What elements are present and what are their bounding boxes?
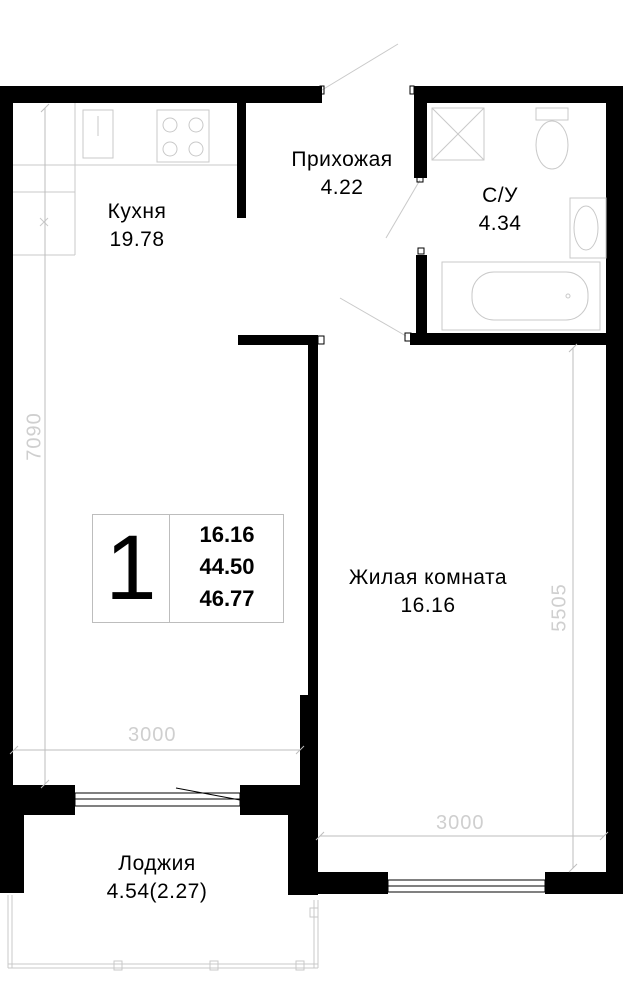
total-with-loggia-value: 46.77 <box>199 586 255 611</box>
wall-top-left <box>0 86 322 103</box>
wall-left <box>0 86 13 886</box>
dimension-lines <box>9 103 609 873</box>
kitchen-furniture <box>13 103 237 256</box>
room-area-hall: 4.22 <box>320 176 364 199</box>
wall-living-left <box>308 335 318 695</box>
wall-bath-left-lower <box>416 255 427 335</box>
room-label-hall: Прихожая 4.22 <box>262 146 422 202</box>
living-area-value: 16.16 <box>199 522 255 547</box>
doors <box>317 43 425 345</box>
dim-living-height: 5505 <box>548 583 571 632</box>
room-area-loggia: 4.54(2.27) <box>106 880 208 903</box>
dim-kitchen-width: 3000 <box>128 724 177 746</box>
apartment-summary: 1 16.16 44.50 46.77 <box>92 514 284 623</box>
wall-living-bottom-left <box>318 872 388 894</box>
door-living-leaf <box>339 297 407 337</box>
shower-icon <box>431 107 485 161</box>
bathtub-icon <box>441 261 601 331</box>
windows <box>74 787 546 893</box>
area-summary: 16.16 44.50 46.77 <box>173 519 281 615</box>
loggia-railing <box>7 895 319 971</box>
room-name-kitchen: Кухня <box>107 200 167 223</box>
washbasin-icon <box>569 197 607 259</box>
door-bath-leaf <box>385 179 421 239</box>
room-area-kitchen: 19.78 <box>109 228 165 251</box>
door-entrance-leaf <box>321 43 399 91</box>
wall-bath-bottom <box>410 333 606 345</box>
bathroom-fixtures <box>431 107 607 331</box>
toilet-icon <box>535 120 569 170</box>
room-label-bath: С/У 4.34 <box>440 182 560 238</box>
sink-icon <box>82 109 114 159</box>
dim-kitchen-height: 7090 <box>23 412 46 461</box>
wall-right <box>606 86 623 886</box>
room-area-living: 16.16 <box>400 594 456 617</box>
wall-living-bottom-right <box>545 872 623 894</box>
room-area-bath: 4.34 <box>478 212 522 235</box>
room-label-living: Жилая комната 16.16 <box>318 564 538 620</box>
room-name-loggia: Лоджия <box>118 852 196 875</box>
room-label-kitchen: Кухня 19.78 <box>77 198 197 254</box>
toilet-tank-icon <box>535 107 569 121</box>
wall-bath-left-upper <box>414 103 427 178</box>
room-name-hall: Прихожая <box>291 148 393 171</box>
stove-icon <box>156 109 210 163</box>
room-label-loggia: Лоджия 4.54(2.27) <box>72 850 242 906</box>
room-name-bath: С/У <box>482 184 518 207</box>
dim-living-width: 3000 <box>436 812 485 834</box>
wall-kitchen-partition <box>237 103 246 218</box>
wall-loggia-left <box>0 785 24 893</box>
door-loggia-swing <box>175 787 241 801</box>
walls <box>0 86 623 895</box>
wall-loggia-top-right <box>240 785 310 815</box>
total-area-value: 44.50 <box>199 554 255 579</box>
rooms-count: 1 <box>93 515 170 622</box>
wall-loggia-right <box>288 815 310 895</box>
wall-top-right <box>414 86 623 103</box>
room-name-living: Жилая комната <box>348 566 508 589</box>
wall-living-top <box>238 335 318 345</box>
